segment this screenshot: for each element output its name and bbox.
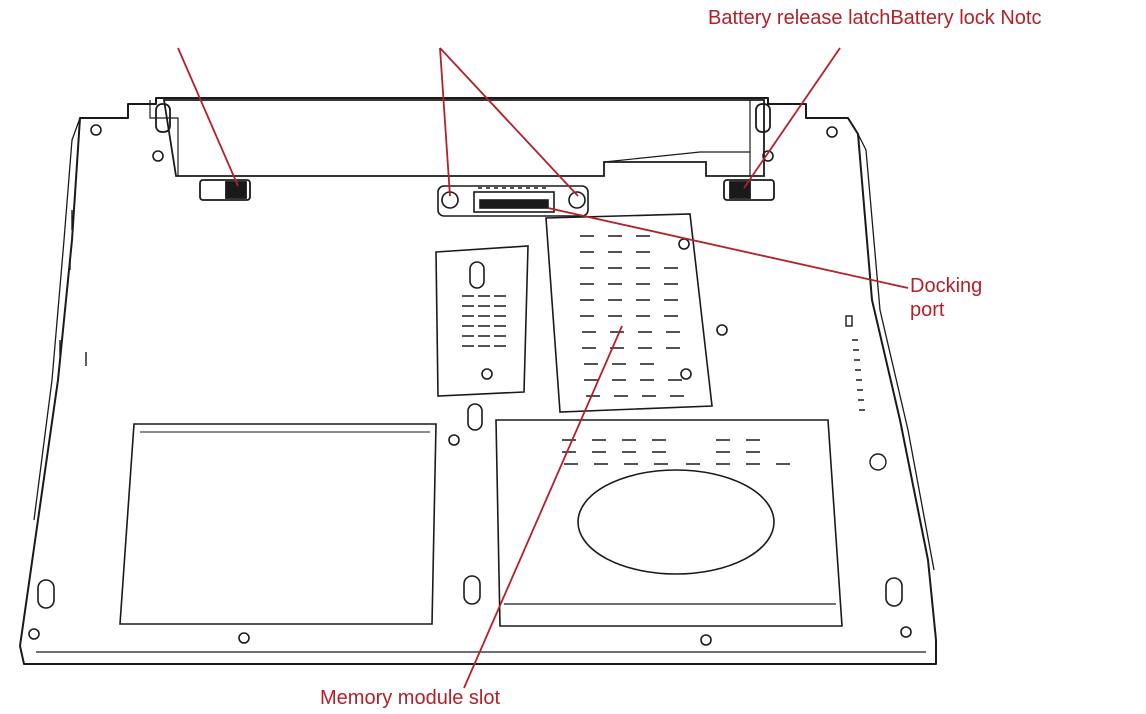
side-vents: [59, 210, 887, 471]
leader-battery-lock-right: [439, 47, 579, 197]
small-vent-slots: [462, 295, 506, 347]
screws: [28, 124, 912, 646]
battery-release-latch-left: [199, 179, 251, 201]
fan-vent-slots: [562, 439, 790, 465]
memory-vent-slots: [580, 235, 684, 397]
memory-module-panel: [545, 213, 713, 413]
callout-docking-port: Docking port: [910, 274, 982, 322]
leader-docking-port: [547, 207, 909, 289]
fan-vent: [577, 469, 775, 575]
callout-memory-module-slot: Memory module slot: [320, 687, 501, 709]
leader-memory-module-slot: [463, 325, 623, 689]
small-vent-panel: [435, 245, 529, 397]
leader-battery-lock-notch: [743, 47, 841, 189]
lower-left-panel: [119, 423, 437, 625]
laptop-base: [19, 97, 937, 665]
lower-right-panel: [495, 419, 843, 627]
callout-docking-line1: Docking: [910, 275, 983, 297]
leader-battery-lock-left: [439, 47, 451, 197]
callout-docking-line2: port: [910, 299, 945, 321]
callout-leader-lines: [177, 47, 909, 689]
callout-battery-release-latch-lock: Battery release latchBattery lock Notc: [708, 7, 1042, 29]
battery-pack: [149, 99, 771, 177]
leader-battery-release-latch: [177, 47, 239, 187]
rubber-feet: [37, 403, 903, 609]
battery-lock-latch-right: [723, 179, 775, 201]
docking-port: [437, 185, 589, 217]
